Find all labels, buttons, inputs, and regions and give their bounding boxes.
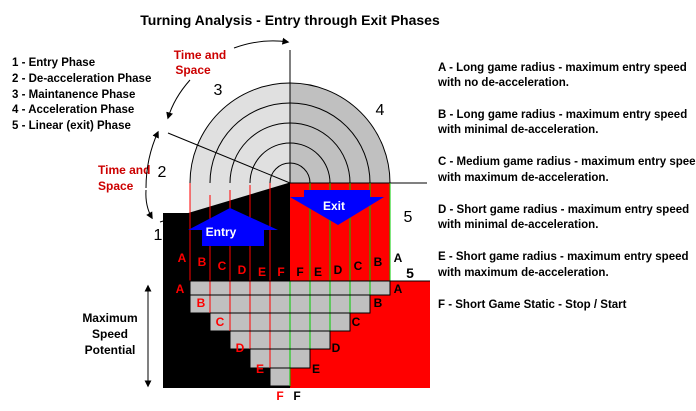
zone-number: 4	[376, 102, 385, 119]
phase-item: 4 - Acceleration Phase	[12, 104, 134, 116]
legend-item: with no de-acceleration.	[437, 77, 569, 89]
lane-letter: A	[176, 282, 185, 296]
zone-numbers: 3 4 2 1 5 1 5	[154, 82, 415, 281]
zone-number: 3	[214, 82, 223, 99]
zone-number: 5	[404, 209, 413, 226]
entry-label: Entry	[206, 225, 237, 239]
lane-letter: E	[256, 362, 264, 376]
zone-number: 1	[154, 227, 163, 244]
lane-letter: D	[236, 341, 245, 355]
lane-letter: E	[258, 265, 266, 279]
lane-letter: C	[218, 259, 227, 273]
lane-letter: A	[394, 282, 403, 296]
legend-item: with minimal de-acceleration.	[437, 124, 598, 136]
zone-number: 5	[406, 265, 414, 281]
lower-area	[163, 280, 430, 388]
lane-letter: B	[374, 255, 383, 269]
max-speed-text: Speed	[92, 327, 128, 341]
lane-letters-steps: A B C D E E D C B A F F	[176, 282, 403, 403]
zone-number: 1	[169, 265, 177, 281]
lane-letter: A	[178, 251, 187, 265]
entry-arrow: Entry	[188, 208, 278, 246]
lane-legend: A - Long game radius - maximum entry spe…	[437, 62, 696, 311]
phase-list: 1 - Entry Phase 2 - De-acceleration Phas…	[12, 57, 151, 132]
max-speed-text: Potential	[85, 343, 136, 357]
motion-arrows	[145, 37, 290, 220]
legend-item: with maximum de-acceleration.	[437, 172, 609, 184]
time-space-top: Time and Space	[174, 48, 226, 77]
lane-letter: C	[216, 315, 225, 329]
lane-letter: F	[277, 265, 284, 279]
time-space-left: Time and Space	[98, 163, 150, 193]
lane-letter: C	[352, 315, 361, 329]
exit-arrow: Exit	[290, 190, 384, 225]
phase-item: 3 - Maintanence Phase	[12, 89, 135, 101]
legend-item: E - Short game radius - maximum entry sp…	[438, 251, 689, 263]
legend-item: with minimal de-acceleration.	[437, 219, 598, 231]
legend-item: D - Short game radius - maximum entry sp…	[438, 204, 689, 216]
diagram-title: Turning Analysis - Entry through Exit Ph…	[140, 12, 440, 28]
zone-number: 2	[158, 164, 167, 181]
lane-letter: B	[197, 296, 206, 310]
lane-letter: E	[314, 265, 322, 279]
time-space-label: Time and	[98, 163, 150, 177]
lane-letter: B	[198, 255, 207, 269]
time-space-label: Time and	[174, 48, 226, 62]
phase-item: 5 - Linear (exit) Phase	[12, 120, 131, 132]
exit-label: Exit	[323, 199, 345, 213]
lane-letters-top: A B C D E F F E D C B A	[178, 251, 403, 279]
turn-arc	[189, 50, 391, 184]
legend-item: A - Long game radius - maximum entry spe…	[438, 62, 687, 74]
max-speed-text: Maximum	[82, 311, 137, 325]
lane-letter: D	[238, 263, 247, 277]
lane-letter: C	[354, 259, 363, 273]
legend-item: F - Short Game Static - Stop / Start	[438, 299, 627, 311]
lane-letter: E	[312, 362, 320, 376]
lane-letter: D	[334, 263, 343, 277]
legend-item: with maximum de-acceleration.	[437, 267, 609, 279]
lane-letter: D	[332, 341, 341, 355]
time-space-label: Space	[98, 179, 134, 193]
lane-letter: F	[296, 265, 303, 279]
legend-item: C - Medium game radius - maximum entry s…	[438, 156, 696, 168]
lane-letter: F	[293, 389, 300, 403]
phase-item: 2 - De-acceleration Phase	[12, 73, 151, 85]
legend-item: B - Long game radius - maximum entry spe…	[438, 109, 687, 121]
phase-item: 1 - Entry Phase	[12, 57, 95, 69]
max-speed-label: Maximum Speed Potential	[82, 284, 152, 388]
lane-letter: F	[276, 389, 283, 403]
lane-letter: A	[394, 251, 403, 265]
lane-letter: B	[374, 296, 383, 310]
time-space-label: Space	[175, 63, 211, 77]
